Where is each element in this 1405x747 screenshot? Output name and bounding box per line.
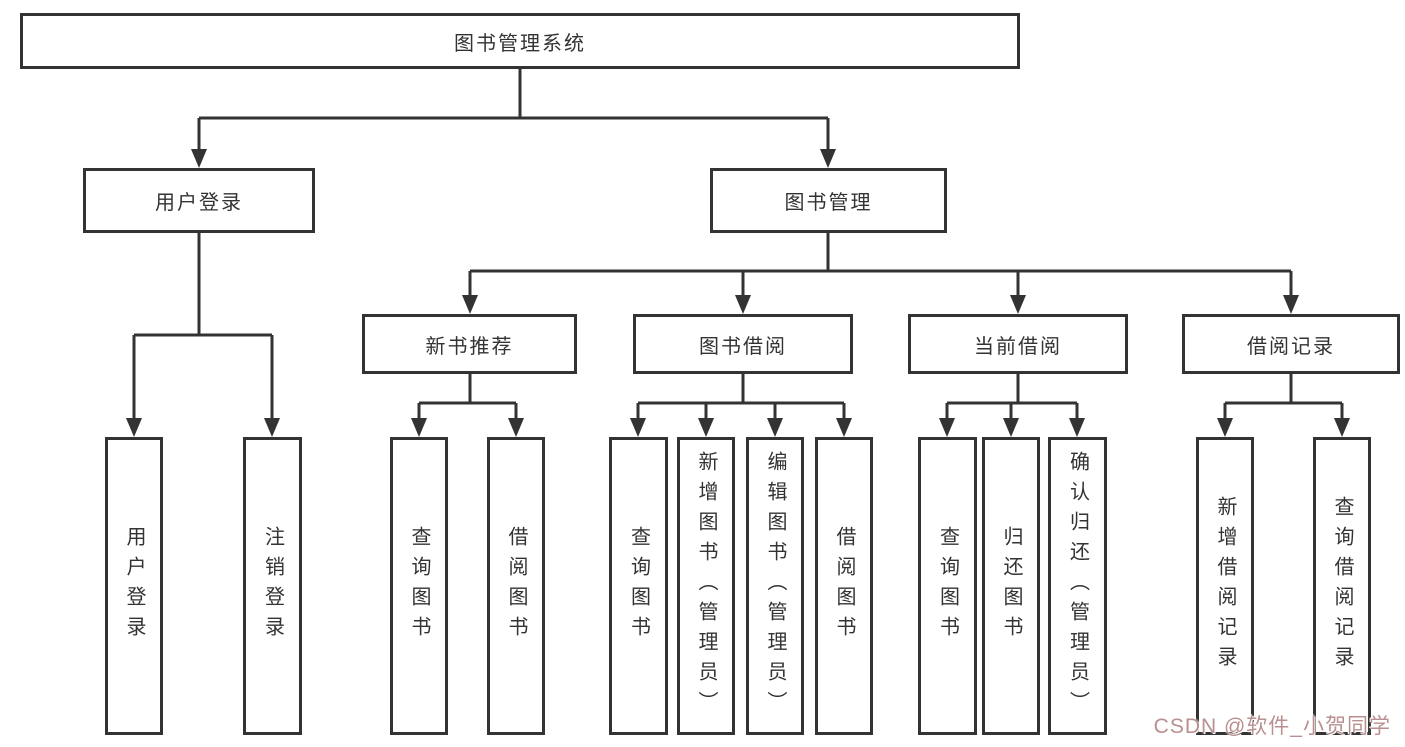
- leaf-records-query-record: 查询借阅记录: [1313, 437, 1371, 735]
- node-label: 用户登录: [155, 192, 243, 214]
- leaf-borrow-query-books: 查询图书: [609, 437, 668, 735]
- leaf-borrow-add-books-admin: 新增图书（管理员）: [677, 437, 735, 735]
- node-user-login: 用户登录: [83, 168, 315, 233]
- arrowhead: [126, 418, 142, 437]
- node-label: 新书推荐: [425, 335, 514, 358]
- leaf-newrec-query-books: 查询图书: [390, 437, 448, 735]
- node-label: 新增图书（管理员）: [695, 451, 717, 721]
- leaf-logout: 注销登录: [243, 437, 302, 735]
- node-label: 查询图书: [408, 526, 430, 646]
- connector-new-book-rec: [411, 374, 524, 437]
- node-book-management: 图书管理: [710, 168, 947, 233]
- arrowhead: [264, 418, 280, 437]
- connector-root: [191, 69, 836, 168]
- arrowhead: [767, 418, 783, 437]
- node-current-borrowing: 当前借阅: [908, 314, 1128, 374]
- arrowhead: [1069, 418, 1085, 437]
- arrowhead: [191, 149, 207, 168]
- node-label: 借阅图书: [833, 526, 855, 646]
- leaf-records-add-record: 新增借阅记录: [1196, 437, 1254, 735]
- leaf-user-login: 用户登录: [105, 437, 163, 735]
- node-borrow-records: 借阅记录: [1182, 314, 1400, 374]
- node-label: 当前借阅: [974, 335, 1062, 358]
- arrowhead: [508, 418, 524, 437]
- node-label: 图书借阅: [699, 335, 787, 358]
- leaf-current-query-books: 查询图书: [918, 437, 977, 735]
- arrowhead: [411, 418, 427, 437]
- node-label: 注销登录: [261, 526, 284, 646]
- connector-book-mgmt: [462, 233, 1299, 314]
- arrowhead: [1003, 418, 1019, 437]
- leaf-current-confirm-return-admin: 确认归还（管理员）: [1048, 437, 1107, 735]
- connector-borrow-record: [1217, 374, 1350, 437]
- leaf-borrow-edit-books-admin: 编辑图书（管理员）: [746, 437, 804, 735]
- node-library-system: 图书管理系统: [20, 13, 1020, 69]
- node-label: 查询图书: [627, 526, 650, 646]
- arrowhead: [1217, 418, 1233, 437]
- arrowhead: [462, 295, 478, 314]
- node-label: 借阅图书: [505, 526, 527, 646]
- node-label: 新增借阅记录: [1214, 496, 1236, 676]
- leaf-borrow-borrow-books: 借阅图书: [815, 437, 873, 735]
- node-label: 查询图书: [936, 526, 959, 646]
- leaf-current-return-books: 归还图书: [982, 437, 1040, 735]
- arrowhead: [698, 418, 714, 437]
- connector-current-borrow: [939, 374, 1085, 437]
- arrowhead: [735, 295, 751, 314]
- node-label: 查询借阅记录: [1331, 496, 1353, 676]
- node-label: 图书管理系统: [454, 32, 586, 55]
- watermark: CSDN @软件_小贺同学: [1153, 715, 1391, 738]
- arrowhead: [939, 418, 955, 437]
- node-label: 确认归还（管理员）: [1066, 451, 1089, 721]
- node-label: 用户登录: [123, 526, 145, 646]
- node-label: 编辑图书（管理员）: [764, 451, 786, 721]
- node-new-book-recommend: 新书推荐: [362, 314, 577, 374]
- node-label: 图书管理: [784, 192, 873, 214]
- connector-book-borrow: [630, 374, 852, 437]
- connector-user-login: [126, 233, 280, 437]
- arrowhead: [1334, 418, 1350, 437]
- arrowhead: [836, 418, 852, 437]
- arrowhead: [1010, 295, 1026, 314]
- arrowhead: [820, 149, 836, 168]
- leaf-newrec-borrow-books: 借阅图书: [487, 437, 545, 735]
- node-label: 归还图书: [1000, 526, 1022, 646]
- arrowhead: [630, 418, 646, 437]
- arrowhead: [1283, 295, 1299, 314]
- node-book-borrowing: 图书借阅: [633, 314, 853, 374]
- node-label: 借阅记录: [1247, 335, 1335, 358]
